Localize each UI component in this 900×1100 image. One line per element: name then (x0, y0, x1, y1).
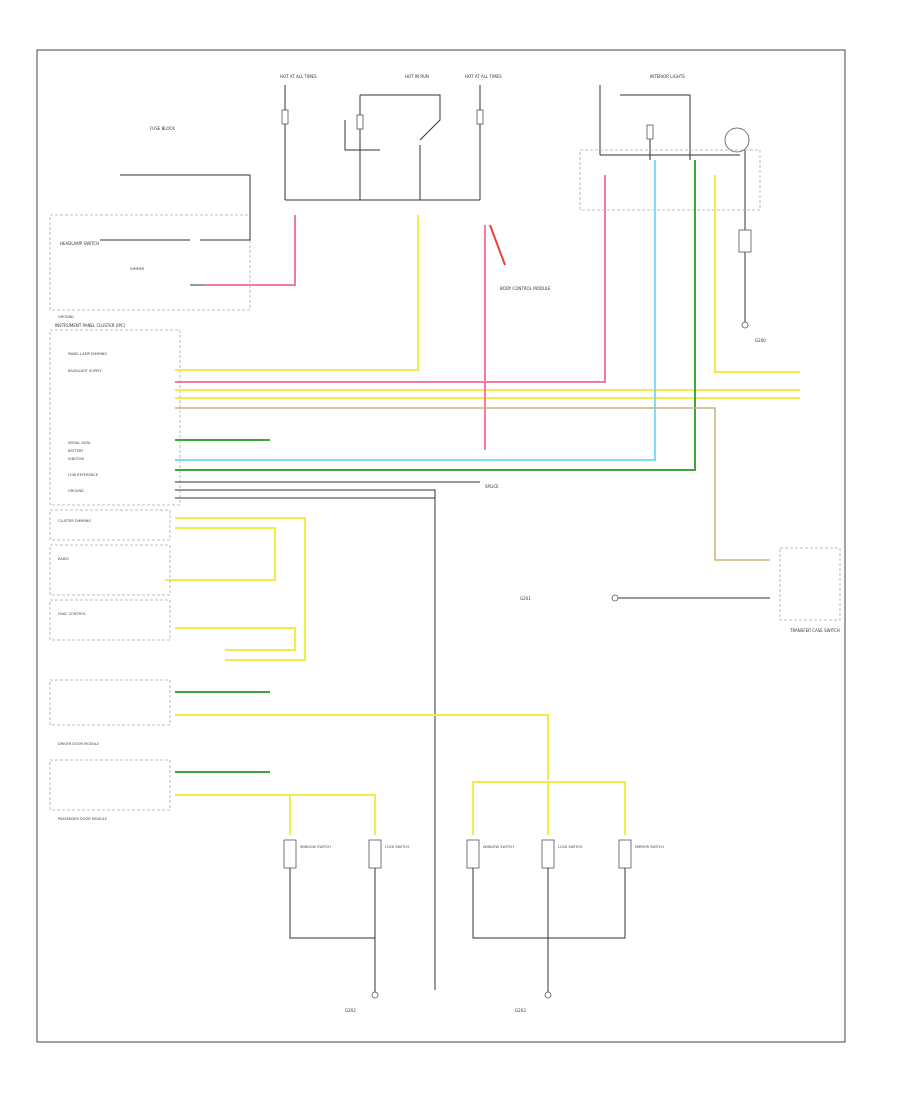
fuse-icon (281, 109, 289, 125)
yellow-dimming-2 (165, 527, 276, 581)
driver-door-box (49, 679, 171, 726)
label-passenger-door: PASSENGER DOOR MODULE (58, 817, 107, 821)
label-panel-lamp-dimming: PANEL LAMP DIMMING (68, 352, 107, 356)
power-section: HOT AT ALL TIMES HOT IN RUN HOT AT ALL T… (150, 74, 761, 325)
label-splice: SPLICE (485, 484, 499, 489)
label-window-switch-2: WINDOW SWITCH (483, 845, 514, 849)
headlamp-switch-box (49, 214, 251, 311)
label-hot-at-all-times-2: HOT AT ALL TIMES (465, 74, 502, 79)
mirror-switch-icon (618, 839, 632, 869)
ground-wire (175, 481, 480, 990)
label-ipc: INSTRUMENT PANEL CLUSTER (IPC) (55, 323, 126, 328)
light-blue-wire (175, 160, 656, 461)
yellow-dimming-3 (175, 627, 296, 651)
ground-icon-4 (544, 991, 552, 999)
label-g203: G203 (515, 1008, 526, 1013)
yellow-door-1 (175, 714, 549, 780)
label-fuse-block: FUSE BLOCK (150, 126, 175, 131)
switches-section: WINDOW SWITCH LOCK SWITCH WINDOW SWITCH … (283, 839, 664, 1013)
ipc-box (49, 329, 181, 506)
label-driver-door: DRIVER DOOR MODULE (58, 742, 99, 746)
yellow-wire-vertical-right (714, 175, 800, 373)
label-battery: BATTERY (68, 449, 84, 453)
ground-icon-2 (611, 594, 619, 602)
label-ignition: IGNITION (68, 457, 84, 461)
window-switch-icon (283, 839, 297, 869)
transfer-case-box (779, 547, 841, 621)
label-headlamp-switch: HEADLAMP SWITCH (60, 241, 99, 246)
red-wire-bcm (489, 224, 506, 266)
colored-wires (165, 160, 800, 990)
ipc-section: INSTRUMENT PANEL CLUSTER (IPC) PANEL LAM… (49, 323, 181, 506)
modules-section: CLUSTER DIMMING RADIO HVAC CONTROL DRIVE… (49, 509, 171, 821)
label-lock-switch: LOCK SWITCH (385, 845, 410, 849)
hvac-box (49, 599, 171, 641)
lock-switch-icon (368, 839, 382, 869)
fuse-icon (476, 109, 484, 125)
label-hot-at-all-times: HOT AT ALL TIMES (280, 74, 317, 79)
label-transfer-case: TRANSFER CASE SWITCH (789, 628, 840, 633)
yellow-door-4 (472, 781, 626, 835)
right-section: G200 TRANSFER CASE SWITCH G201 SPLICE (485, 229, 841, 633)
label-window-switch: WINDOW SWITCH (300, 845, 331, 849)
radio-box (49, 544, 171, 596)
label-g200: G200 (755, 338, 766, 343)
green-wire-long (175, 160, 696, 471)
window-switch-icon-2 (466, 839, 480, 869)
yellow-dimming-1 (175, 517, 306, 661)
label-interior-lights: INTERIOR LIGHTS (650, 74, 685, 79)
label-backlight-supply: BACKLIGHT SUPPLY (68, 369, 103, 373)
label-hot-in-run: HOT IN RUN (405, 74, 429, 79)
label-ground-ipc: GROUND (68, 489, 84, 493)
yellow-door-2 (175, 794, 376, 835)
label-ground: GROUND (58, 315, 74, 319)
ground-icon (741, 321, 749, 329)
red-wire (205, 215, 296, 286)
ground-icon-3 (371, 991, 379, 999)
passenger-door-box (49, 759, 171, 811)
label-serial-data: SERIAL DATA (68, 441, 91, 445)
label-cluster-dimming: CLUSTER DIMMING (58, 519, 91, 523)
label-hvac: HVAC CONTROL (58, 612, 86, 616)
pink-wire (175, 175, 606, 383)
label-lock-switch-2: LOCK SWITCH (558, 845, 583, 849)
lamp-icon (738, 229, 752, 253)
relay-box (579, 149, 761, 211)
label-bcm: BODY CONTROL MODULE (500, 286, 551, 291)
label-radio: RADIO (58, 557, 69, 561)
label-dimmer: DIMMER (130, 267, 145, 271)
lamp-symbol-icon (724, 127, 750, 153)
headlamp-switch-section: HEADLAMP SWITCH DIMMER GROUND (49, 174, 251, 319)
cluster-dimming-box (49, 509, 171, 541)
label-mirror-switch: MIRROR SWITCH (635, 845, 664, 849)
lock-switch-icon-2 (541, 839, 555, 869)
tan-wire (175, 407, 770, 561)
label-low-reference: LOW REFERENCE (68, 473, 98, 477)
diagram-frame (36, 49, 846, 1043)
fuse-icon (646, 124, 654, 140)
yellow-wire-1 (175, 215, 419, 371)
fuse-icon (356, 114, 364, 130)
label-g201: G201 (520, 596, 531, 601)
label-g202: G202 (345, 1008, 356, 1013)
